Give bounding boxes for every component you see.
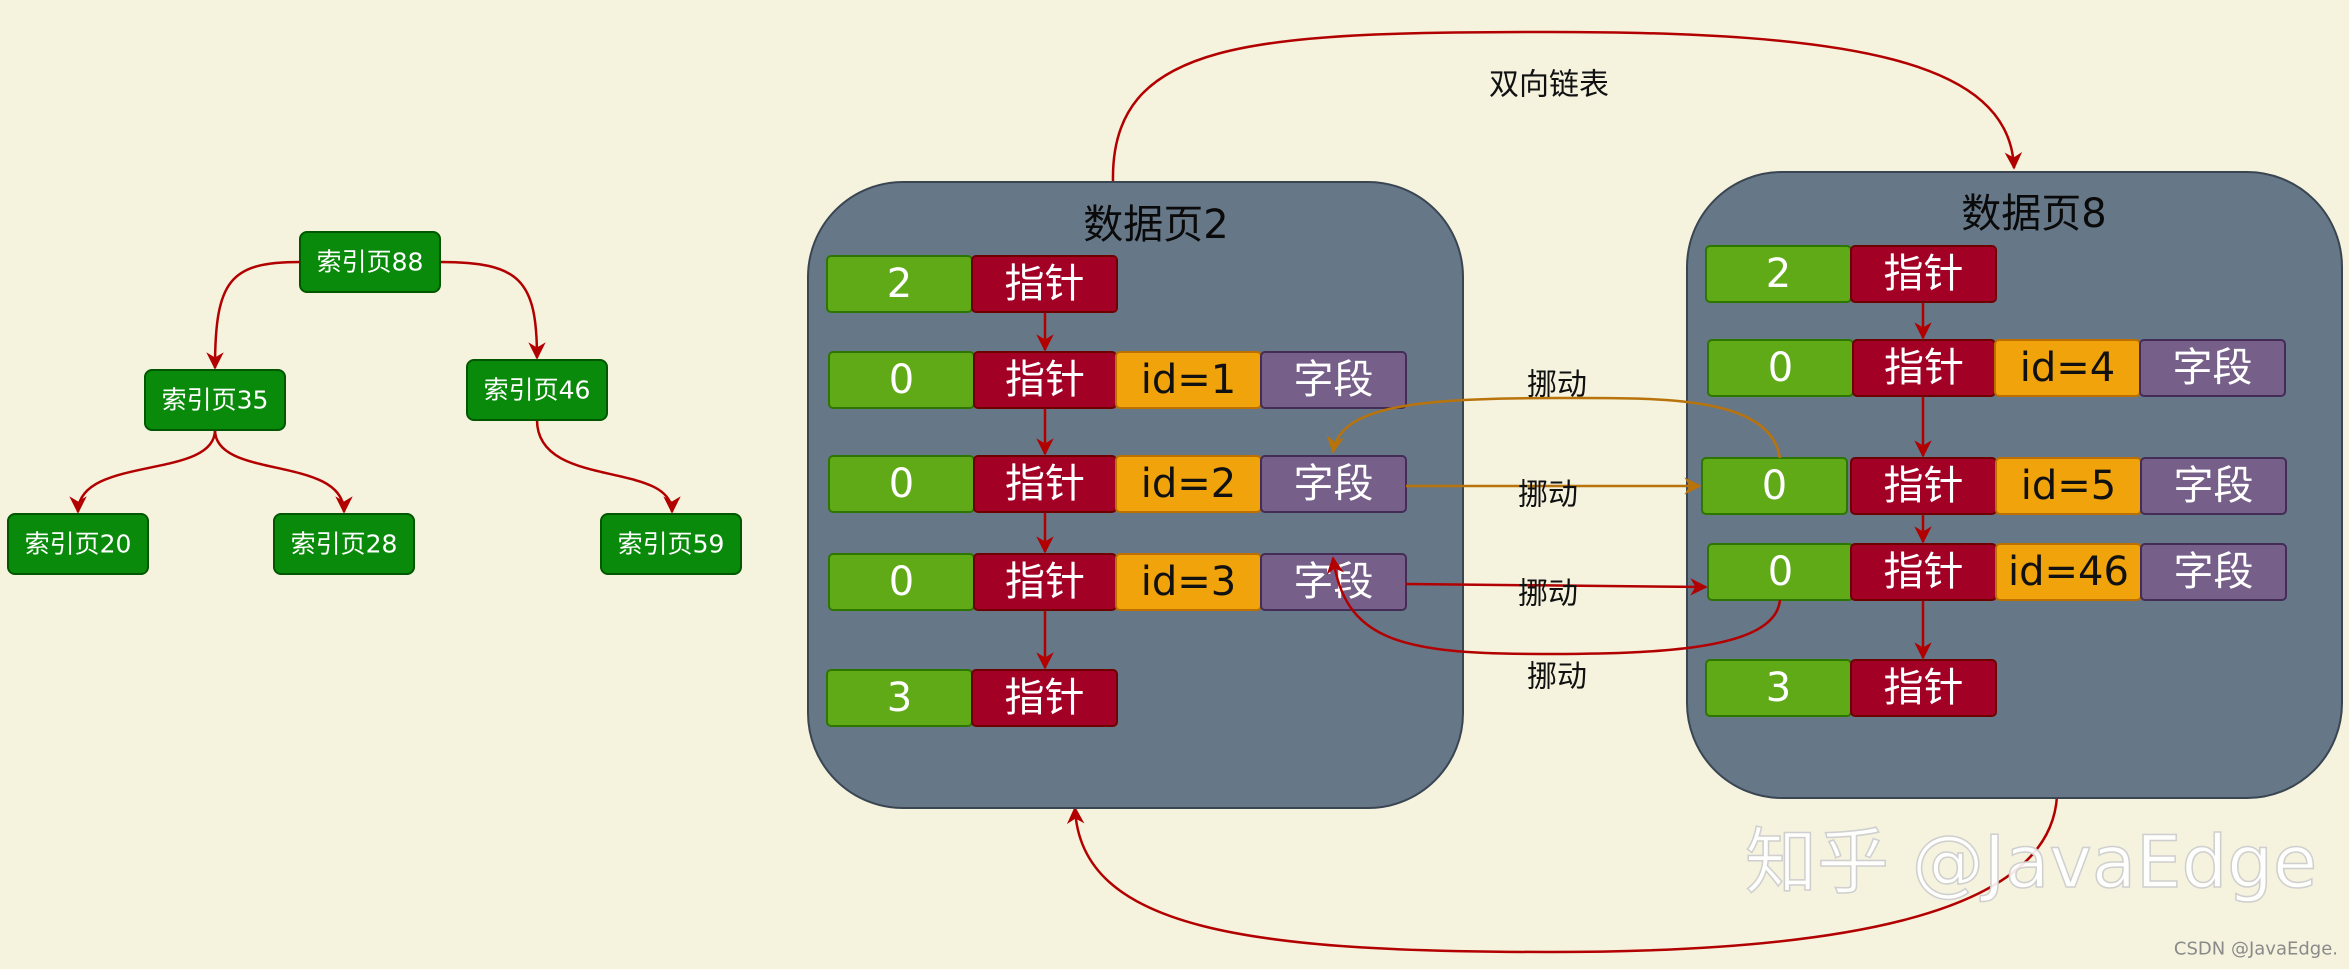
page8-row2-pointer: 指针 [1884,463,1964,509]
move-label-2: 挪动 [1518,478,1578,513]
page2-row1-id: id=1 [1141,357,1236,403]
page2-footer-pointer: 指针 [1005,675,1085,721]
page8-footer-row: 3 指针 [1705,659,1997,717]
page2-header-pointer: 指针 [1005,261,1085,307]
index-node-leaf-0: 索引页20 [7,513,149,575]
data-page-2-title: 数据页2 [1083,202,1228,248]
index-node-leaf-1-label: 索引页28 [291,530,398,559]
tree-edge-35-28 [213,429,353,514]
page8-row3-flag: 0 [1768,549,1793,595]
move-label-1: 挪动 [1527,368,1587,403]
page8-row3-field: 字段 [2174,549,2254,595]
page8-footer-pointer: 指针 [1884,665,1964,711]
index-node-leaf-2: 索引页59 [600,513,742,575]
page2-header-count: 2 [887,261,912,307]
page8-row1-pointer: 指针 [1884,345,1964,391]
page2-record-row-2: 0 指针 id=2 字段 [828,455,1407,513]
data-page-8-title: 数据页8 [1961,191,2106,237]
index-node-leaf-0-label: 索引页20 [25,530,132,559]
credit: CSDN @JavaEdge. [2174,939,2338,960]
page2-record-row-1: 0 指针 id=1 字段 [828,351,1407,409]
tree-edge-46-59 [535,419,681,514]
page8-header-count: 2 [1766,251,1791,297]
page2-row2-field: 字段 [1294,461,1374,507]
link-label: 双向链表 [1489,68,1609,103]
move-arrow-id5-to-page2 [1326,396,1782,459]
tree-edge-35-20 [69,429,217,514]
page2-row3-pointer: 指针 [1005,559,1085,605]
index-node-l1-0-label: 索引页35 [162,386,269,415]
index-node-l1-1-label: 索引页46 [484,376,591,405]
page8-row2-flag: 0 [1762,463,1787,509]
page8-row1-id: id=4 [2020,345,2115,391]
page8-record-row-2: 0 指针 id=5 字段 [1701,457,2287,515]
page8-record-row-1: 0 指针 id=4 字段 [1707,339,2286,397]
page2-row3-flag: 0 [889,559,914,605]
page8-row3-pointer: 指针 [1884,549,1964,595]
page2-row1-pointer: 指针 [1005,357,1085,403]
data-page-2: 数据页2 2 指针 0 指针 id=1 字段 0 指针 [807,181,1464,809]
page2-record-row-3: 0 指针 id=3 字段 [828,553,1407,611]
page8-header-row: 2 指针 [1705,245,1997,303]
tree-edge-88-35 [206,260,301,370]
page8-row3-id: id=46 [2008,549,2129,595]
watermark: 知乎 @JavaEdge [1745,820,2317,904]
page8-row1-flag: 0 [1768,345,1793,391]
move-label-3: 挪动 [1518,577,1578,612]
page2-header-row: 2 指针 [826,255,1118,313]
move-label-4: 挪动 [1527,660,1587,695]
page8-record-row-3: 0 指针 id=46 字段 [1707,543,2287,601]
page2-footer-count: 3 [887,675,912,721]
page2-row2-id: id=2 [1141,461,1236,507]
page8-row1-field: 字段 [2173,345,2253,391]
tree-edge-88-46 [439,260,546,360]
page2-row1-flag: 0 [889,357,914,403]
link-arrow-backward [1066,795,2059,954]
index-node-leaf-1: 索引页28 [273,513,415,575]
page2-row2-pointer: 指针 [1005,461,1085,507]
index-node-l1-1: 索引页46 [466,359,608,421]
page2-row3-id: id=3 [1141,559,1236,605]
index-node-root: 索引页88 [299,231,441,293]
link-arrow-forward [1111,30,2023,183]
move-arrow-id3-to-page8 [1405,578,1708,596]
page8-row2-id: id=5 [2021,463,2116,509]
index-tree: 索引页88 索引页35 索引页46 索引页20 索引页28 索引页59 [7,231,742,575]
index-node-leaf-2-label: 索引页59 [618,530,725,559]
page8-footer-count: 3 [1766,665,1791,711]
page2-row2-flag: 0 [889,461,914,507]
move-arrow-id46-to-page2 [1326,556,1782,656]
index-node-l1-0: 索引页35 [144,369,286,431]
page8-row2-field: 字段 [2174,463,2254,509]
page8-header-pointer: 指针 [1884,251,1964,297]
data-page-8: 数据页8 2 指针 0 指针 id=4 字段 0 指针 [1686,171,2343,799]
page2-footer-row: 3 指针 [826,669,1118,727]
index-node-root-label: 索引页88 [317,248,424,277]
page2-row1-field: 字段 [1294,357,1374,403]
